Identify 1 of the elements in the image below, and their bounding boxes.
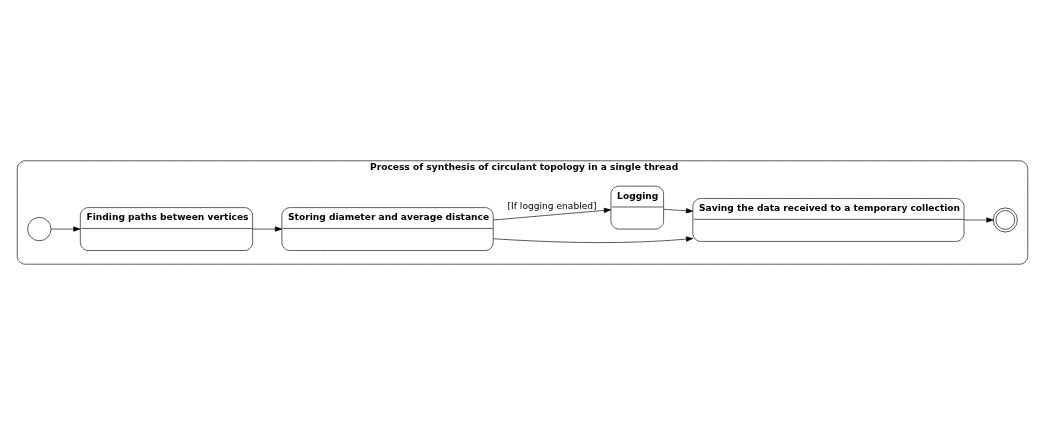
- edge-label: [If logging enabled]: [507, 201, 597, 212]
